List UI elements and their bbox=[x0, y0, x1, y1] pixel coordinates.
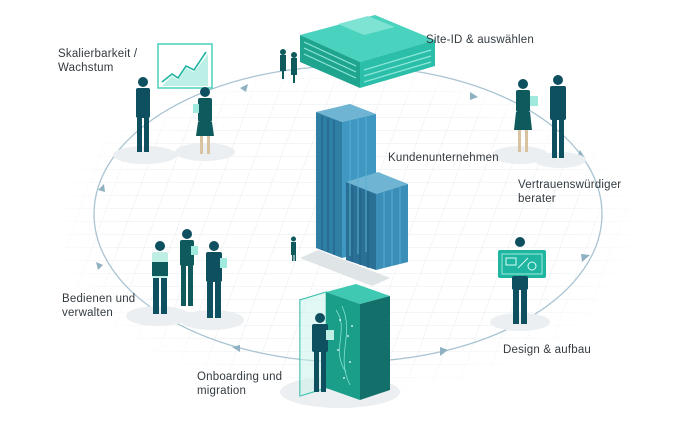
design-build-engineer bbox=[498, 237, 546, 324]
label-kunden: Kundenunternehmen bbox=[388, 152, 499, 164]
label-vertrauen: Vertrauenswürdiger berater bbox=[518, 179, 622, 205]
label-onboarding: Onboarding und migration bbox=[197, 371, 283, 397]
site-datacenter-building bbox=[280, 15, 435, 88]
label-design: Design & aufbau bbox=[503, 344, 592, 356]
customer-enterprise-towers bbox=[291, 104, 408, 286]
onboarding-server-rack bbox=[299, 284, 390, 400]
label-site-id: Site-ID & auswählen bbox=[426, 34, 534, 46]
label-skalierbarkeit: Skalierbarkeit / Wachstum bbox=[58, 48, 138, 74]
scalability-team bbox=[136, 43, 214, 154]
trusted-advisor-team bbox=[514, 75, 566, 158]
operations-team bbox=[152, 229, 227, 318]
label-bedienen: Bedienen und verwalten bbox=[62, 293, 136, 319]
cycle-arrows bbox=[96, 84, 590, 356]
